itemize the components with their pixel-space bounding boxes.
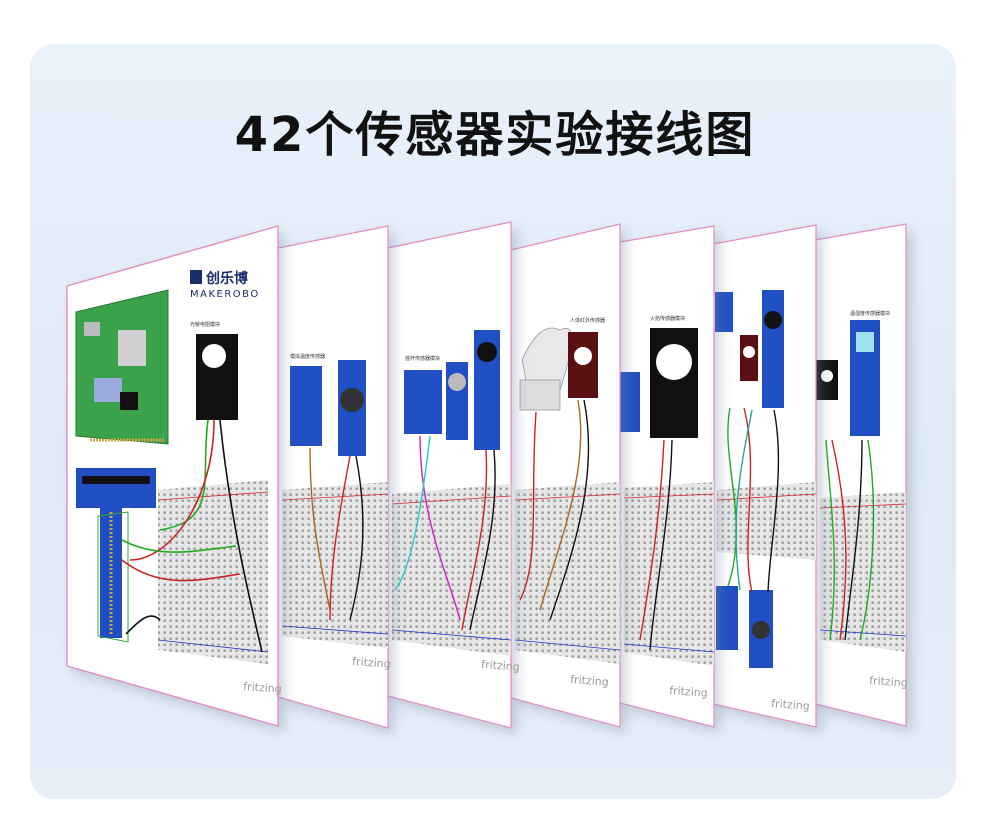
fritzing-watermark: fritzing [352, 655, 391, 671]
diagram-page-2: 模拟温度传感器 fritzing [277, 225, 391, 729]
diagram-page-3: 摇杆传感器模块 fritzing [387, 221, 520, 729]
diagram-page-7: 温湿度传感器模块 fritzing [814, 223, 908, 727]
fritzing-watermark: fritzing [570, 673, 609, 689]
svg-text:光敏电阻模块: 光敏电阻模块 [190, 321, 220, 328]
fritzing-watermark: fritzing [669, 684, 708, 700]
diagram-page-4: 人体红外传感器 fritzing [510, 223, 621, 728]
fritzing-watermark: fritzing [481, 658, 520, 674]
svg-text:模拟温度传感器: 模拟温度传感器 [290, 353, 325, 360]
fritzing-watermark: fritzing [243, 680, 282, 696]
svg-text:摇杆传感器模块: 摇杆传感器模块 [405, 355, 440, 362]
page-title: 42个传感器实验接线图 [234, 107, 756, 163]
fritzing-watermark: fritzing [771, 697, 810, 713]
diagram-page-6: fritzing [712, 224, 817, 728]
brand-subtitle: MAKEROBO [190, 289, 260, 300]
svg-text:温湿度传感器模块: 温湿度传感器模块 [850, 310, 890, 317]
brand-logo: 创乐博 [205, 270, 248, 287]
diagram-page-5: 火焰传感器模块 fritzing [619, 225, 715, 728]
svg-text:人体红外传感器: 人体红外传感器 [570, 317, 605, 324]
fritzing-watermark: fritzing [869, 674, 908, 690]
diagram-page-1: 创乐博 MAKEROBO 光敏电阻模块 fritzing [66, 225, 282, 727]
svg-text:火焰传感器模块: 火焰传感器模块 [650, 315, 685, 322]
